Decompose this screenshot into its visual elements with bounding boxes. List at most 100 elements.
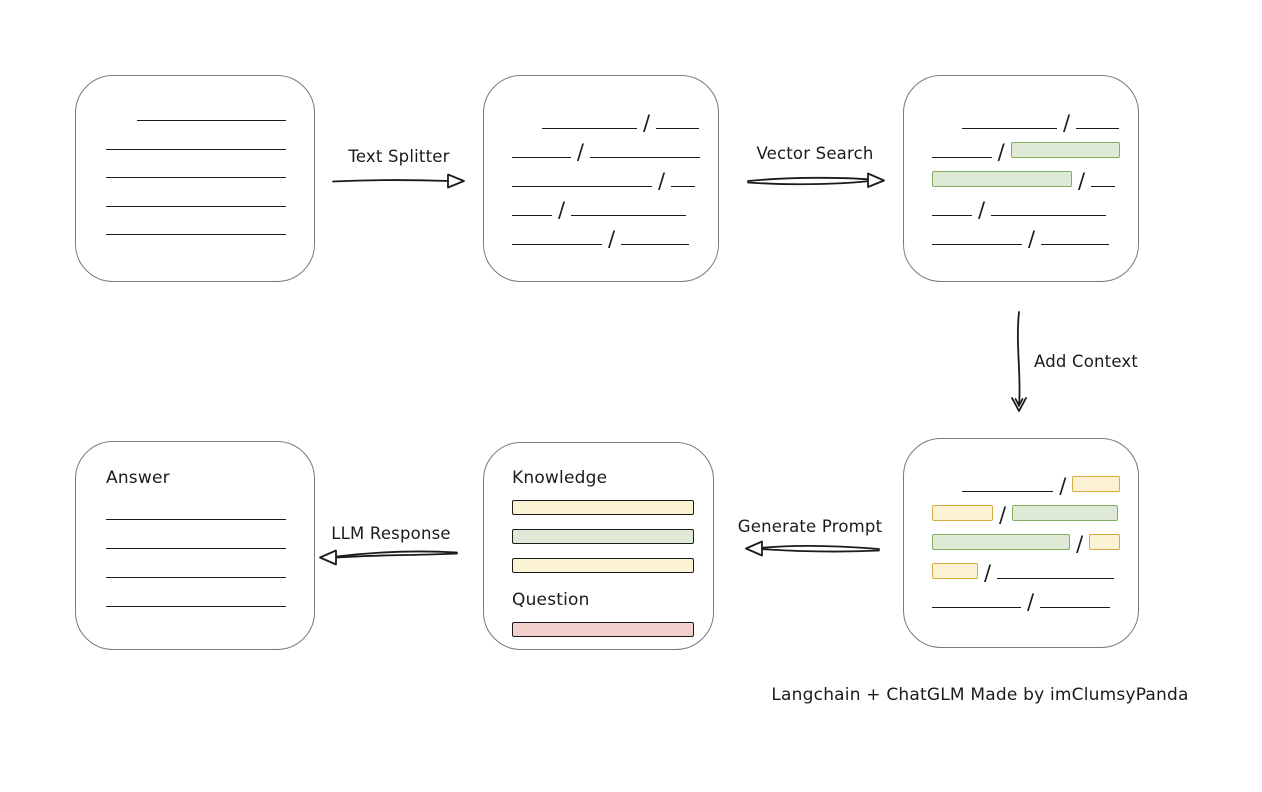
text-line [106, 548, 286, 549]
slash-separator: / [658, 169, 666, 193]
chunk-line-segment [932, 607, 1021, 608]
document-text-lines [76, 76, 314, 235]
chunk-line-segment [590, 157, 700, 158]
llm-response-arrow [319, 549, 458, 566]
chunk-row: / [512, 198, 700, 222]
question-bars [512, 622, 695, 637]
chunk-line-segment [962, 491, 1054, 492]
slash-separator: / [997, 140, 1005, 164]
chunk-line-segment [542, 128, 637, 129]
yellow-bar [512, 500, 694, 515]
context-chunks-node: / / / / / [903, 438, 1139, 648]
chunk-line-segment [656, 128, 700, 129]
generate-prompt-arrow [745, 540, 880, 557]
chunk-row: / [512, 169, 700, 193]
text-splitter-label: Text Splitter [348, 147, 450, 166]
text-line [106, 577, 286, 578]
slash-separator: / [1027, 590, 1035, 614]
chunk-row: / [512, 111, 700, 135]
yellow-bar [512, 558, 694, 573]
slash-separator: / [1028, 227, 1036, 251]
text-line [106, 177, 286, 178]
chunk-line-segment [932, 215, 972, 216]
add-context-label: Add Context [1034, 352, 1139, 371]
slash-separator: / [978, 198, 986, 222]
chunk-row: / [932, 532, 1120, 556]
chunk-line-segment [932, 244, 1022, 245]
green-highlight-segment [932, 171, 1072, 187]
split-chunks-rows: / / / / / [484, 76, 718, 251]
text-line [137, 120, 286, 121]
chunk-row: / [512, 140, 700, 164]
chunk-row: / [932, 227, 1120, 251]
chunk-line-segment [512, 215, 552, 216]
red-bar [512, 622, 694, 637]
diagram-caption: Langchain + ChatGLM Made by imClumsyPand… [771, 685, 1189, 705]
chunk-line-segment [621, 244, 690, 245]
prompt-node: Knowledge Question [483, 442, 714, 650]
chunk-row: / [932, 111, 1120, 135]
chunk-line-segment [571, 215, 687, 216]
retrieved-chunks-rows: / / / / / [904, 76, 1138, 251]
green-highlight-segment [1012, 505, 1119, 521]
slash-separator: / [576, 140, 584, 164]
text-line [106, 234, 286, 235]
yellow-highlight-segment [932, 505, 993, 521]
knowledge-bars [512, 500, 695, 573]
chunk-line-segment [1076, 128, 1120, 129]
yellow-highlight-segment [1072, 476, 1120, 492]
answer-node: Answer [75, 441, 315, 650]
add-context-arrow [1011, 311, 1027, 412]
green-bar [512, 529, 694, 544]
text-line [106, 606, 286, 607]
slash-separator: / [608, 227, 616, 251]
slash-separator: / [1059, 474, 1067, 498]
split-chunks-node: / / / / / [483, 75, 719, 282]
generate-prompt-label: Generate Prompt [737, 517, 883, 536]
chunk-line-segment [1091, 186, 1116, 187]
green-highlight-segment [932, 534, 1071, 550]
slash-separator: / [1078, 169, 1086, 193]
chunk-row: / [932, 590, 1120, 614]
vector-search-arrow [747, 172, 885, 188]
yellow-highlight-segment [932, 563, 978, 579]
text-line [106, 519, 286, 520]
chunk-line-segment [1040, 607, 1111, 608]
chunk-row: / [512, 227, 700, 251]
slash-separator: / [643, 111, 651, 135]
answer-label: Answer [106, 468, 170, 488]
chunk-line-segment [991, 215, 1107, 216]
retrieved-chunks-node: / / / / / [903, 75, 1139, 282]
chunk-line-segment [512, 186, 652, 187]
knowledge-label: Knowledge [512, 468, 608, 488]
chunk-row: / [932, 561, 1120, 585]
slash-separator: / [1063, 111, 1071, 135]
chunk-line-segment [932, 157, 992, 158]
chunk-line-segment [671, 186, 696, 187]
text-line [106, 205, 286, 207]
chunk-line-segment [512, 157, 571, 158]
text-line [106, 148, 286, 150]
question-label: Question [512, 590, 590, 610]
document-node [75, 75, 315, 282]
llm-response-label: LLM Response [331, 524, 451, 543]
chunk-row: / [932, 474, 1120, 498]
vector-search-label: Vector Search [756, 144, 874, 163]
chunk-row: / [932, 140, 1120, 164]
chunk-row: / [932, 503, 1120, 527]
context-chunks-rows: / / / / / [904, 439, 1138, 614]
slash-separator: / [999, 503, 1007, 527]
chunk-row: / [932, 198, 1120, 222]
chunk-line-segment [1041, 244, 1110, 245]
slash-separator: / [558, 198, 566, 222]
chunk-line-segment [512, 244, 602, 245]
slash-separator: / [984, 561, 992, 585]
answer-text-lines [106, 519, 286, 607]
yellow-highlight-segment [1089, 534, 1120, 550]
chunk-line-segment [997, 578, 1115, 579]
chunk-line-segment [962, 128, 1057, 129]
chunk-row: / [932, 169, 1120, 193]
text-splitter-arrow [332, 173, 465, 189]
slash-separator: / [1076, 532, 1084, 556]
